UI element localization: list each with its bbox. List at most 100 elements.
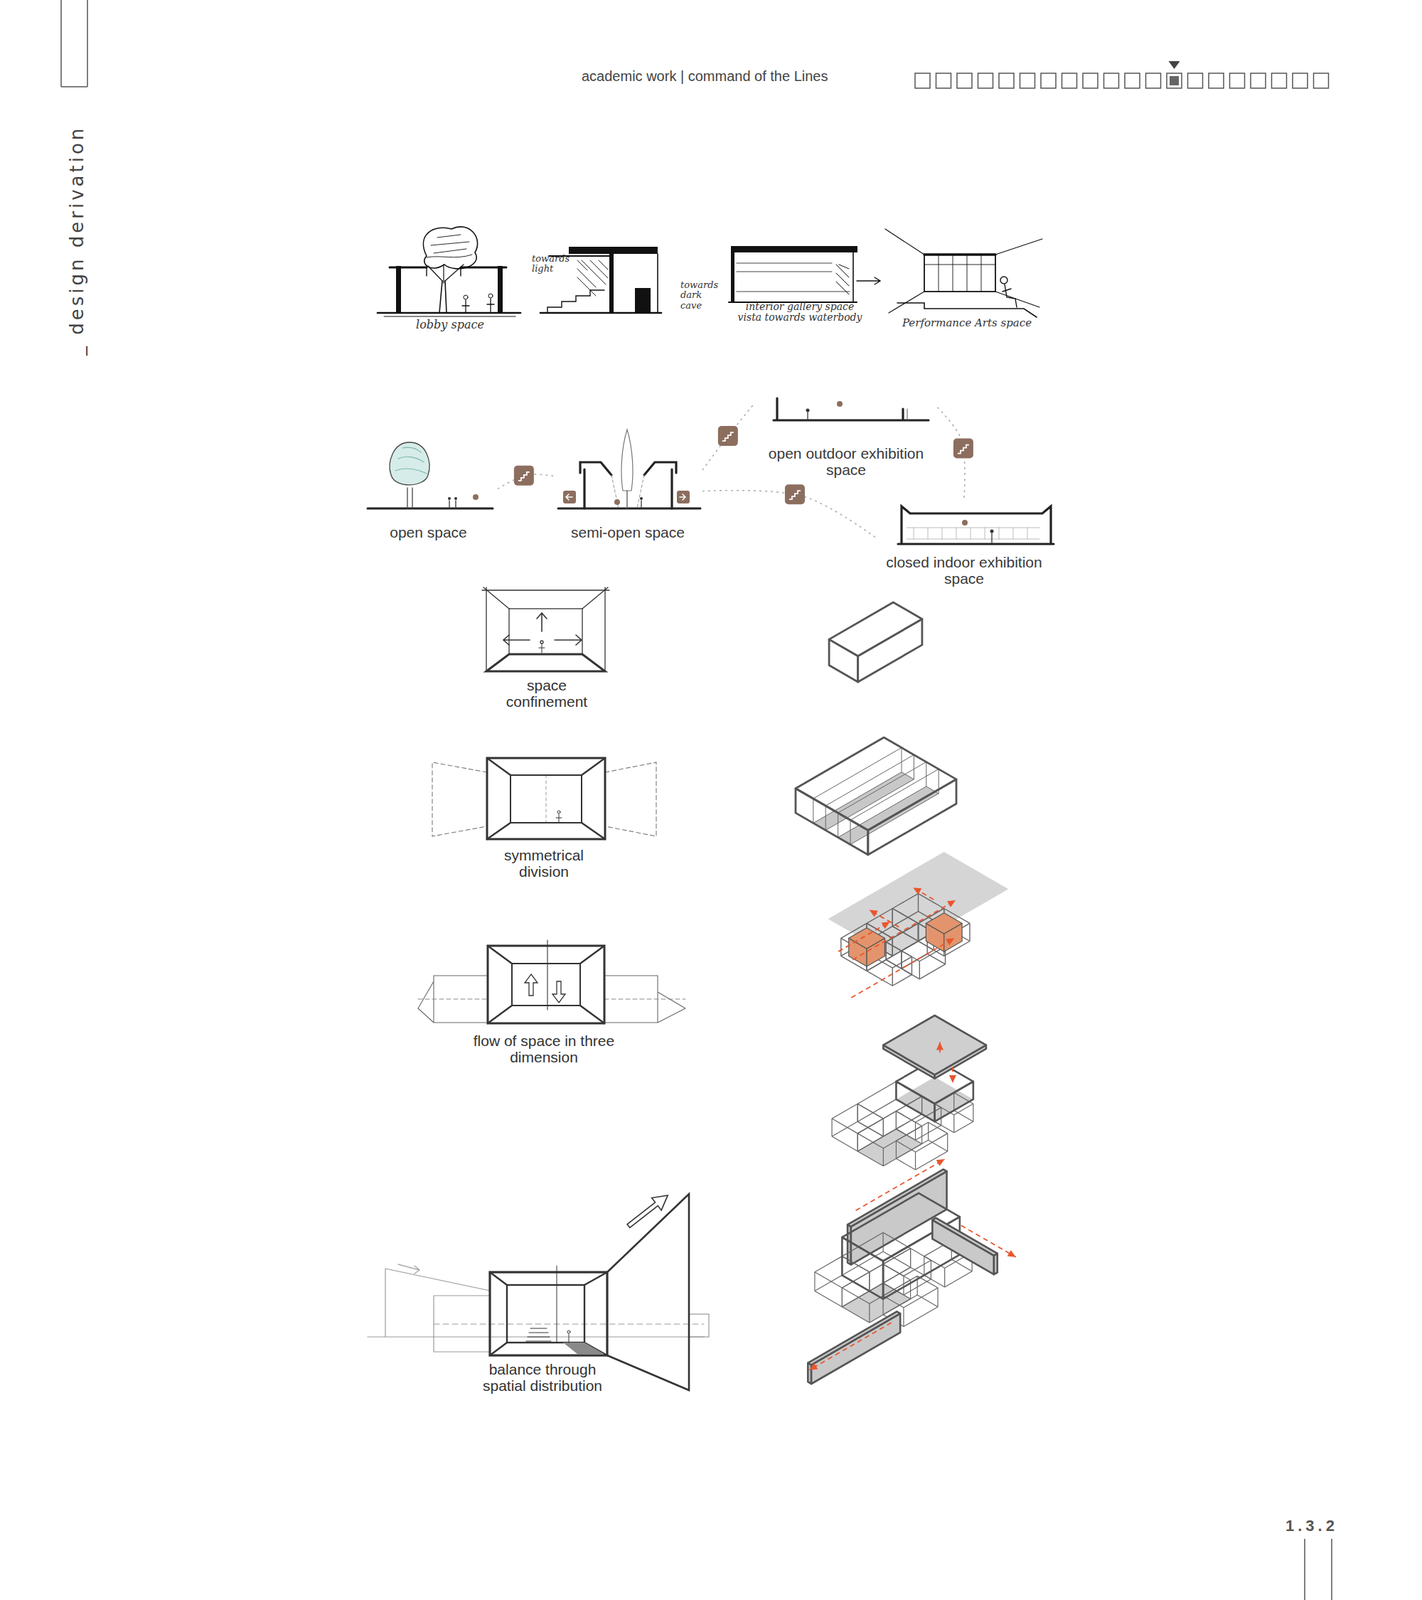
vertical-flow-mass [895, 1140, 916, 1152]
balanced-mass [883, 1232, 911, 1248]
page-index-squares [1168, 61, 1181, 69]
section-node: closed indoor exhibition space [875, 497, 1053, 587]
balance-perspective [433, 1323, 704, 1325]
symmetry-perspective [546, 774, 547, 823]
circulation-mass [892, 926, 918, 942]
circulation-mass [885, 959, 902, 970]
vertical-flow-mass [921, 1096, 923, 1115]
vertical-flow-mass [831, 1118, 858, 1134]
diagram-caption: space confinement [496, 676, 597, 710]
section-node: open outdoor exhibition space [755, 389, 938, 478]
vertical-flow-mass [934, 1103, 955, 1115]
vertical-flow-mass [895, 1096, 922, 1112]
circulation-mass [919, 964, 945, 980]
diagram-caption: balance through spatial distribution [474, 1360, 611, 1394]
divided-mass [925, 761, 927, 786]
balanced-mass [903, 1306, 938, 1327]
page-index-squares [1271, 73, 1287, 89]
confinement-perspective [509, 608, 583, 655]
flow-perspective [418, 975, 686, 1023]
open-space-section [367, 442, 493, 509]
open-space-section [407, 487, 413, 509]
light-dark-sketch [634, 287, 651, 313]
divided-mass [901, 772, 914, 780]
vertical-flow-mass [934, 1081, 974, 1122]
page-index-squares [915, 61, 1329, 89]
indoor-exhibition-section [906, 527, 1040, 539]
circulation-mass [917, 922, 919, 941]
divided-mass [868, 779, 957, 855]
flow-perspective [487, 945, 605, 1024]
divided-mass [849, 819, 851, 844]
vertical-flow-mass [883, 1015, 987, 1075]
sketch-note: towards light [531, 253, 575, 275]
circulation-mass [885, 942, 887, 960]
performance-sketch [1002, 284, 1017, 308]
diagram-caption: flow of space in three dimension [472, 1032, 616, 1066]
vertical-flow-mass [857, 1133, 884, 1149]
divided-mass [825, 779, 914, 831]
balanced-mass [936, 1158, 945, 1167]
circulation-mass [917, 922, 919, 941]
circulation-mass [840, 937, 842, 956]
circulation-mass [851, 937, 955, 998]
light-dark-sketch [547, 290, 605, 313]
open-space-section [367, 507, 493, 510]
confinement-perspective [482, 587, 610, 672]
outdoor-exhibition-section [806, 408, 810, 413]
balanced-mass [811, 1313, 901, 1384]
balance-perspective [623, 1188, 673, 1232]
vertical-flow-mass [947, 1133, 948, 1152]
semi-open-section [621, 429, 633, 491]
mass-box [829, 602, 923, 682]
vertical-flow-mass [857, 1133, 859, 1152]
circulation-mass [911, 956, 913, 975]
page-index-squares [1124, 73, 1140, 89]
circulation-mass [969, 922, 970, 941]
balanced-mass [841, 1251, 884, 1275]
stair-icon [953, 438, 974, 459]
balanced-mass [932, 1217, 997, 1256]
vertical-flow-mass [927, 1121, 929, 1140]
vertical-flow-mass [895, 1111, 922, 1127]
balanced-mass [902, 1275, 904, 1295]
divided-mass [850, 769, 939, 821]
page-index-squares [1250, 73, 1266, 89]
semi-open-section [611, 474, 645, 509]
page-index-squares [1020, 73, 1036, 89]
page-header: academic work | command of the Lines [581, 68, 828, 85]
lobby-sketch [423, 226, 478, 269]
page-index-squares [957, 73, 972, 89]
gallery-sketch [730, 252, 735, 303]
circulation-mass [892, 967, 894, 986]
balanced-mass [841, 1237, 884, 1299]
divided-mass [812, 798, 814, 823]
page-index-squares [936, 73, 952, 89]
symmetry-perspective [487, 757, 606, 839]
circulation-mass [892, 893, 918, 909]
circulation-mass [900, 950, 902, 969]
circulation-mass [912, 887, 922, 895]
confinement-perspective [536, 612, 547, 632]
semi-open-section [614, 499, 620, 505]
vertical-flow-mass [857, 1129, 922, 1167]
flow-perspective [418, 939, 686, 1024]
circulation-mass [848, 927, 886, 949]
divided-mass [837, 812, 839, 837]
balanced-mass [856, 1158, 945, 1211]
balanced-mass [917, 1294, 938, 1307]
stair-icon [722, 432, 734, 441]
balanced-mass [841, 1256, 869, 1272]
vertical-flow-mass [857, 1103, 859, 1122]
page-index-squares [1230, 73, 1245, 89]
section-node: open space [359, 437, 498, 541]
divided-mass [795, 788, 869, 855]
confinement-perspective [503, 634, 530, 645]
axonometric-massing [795, 602, 1017, 1384]
semi-open-section [639, 496, 643, 500]
divided-mass [813, 772, 902, 824]
vertical-flow-mass [831, 1015, 987, 1170]
balanced-mass [809, 1322, 891, 1371]
circulation-mass [925, 912, 962, 934]
frame-lines [1304, 1538, 1332, 1600]
